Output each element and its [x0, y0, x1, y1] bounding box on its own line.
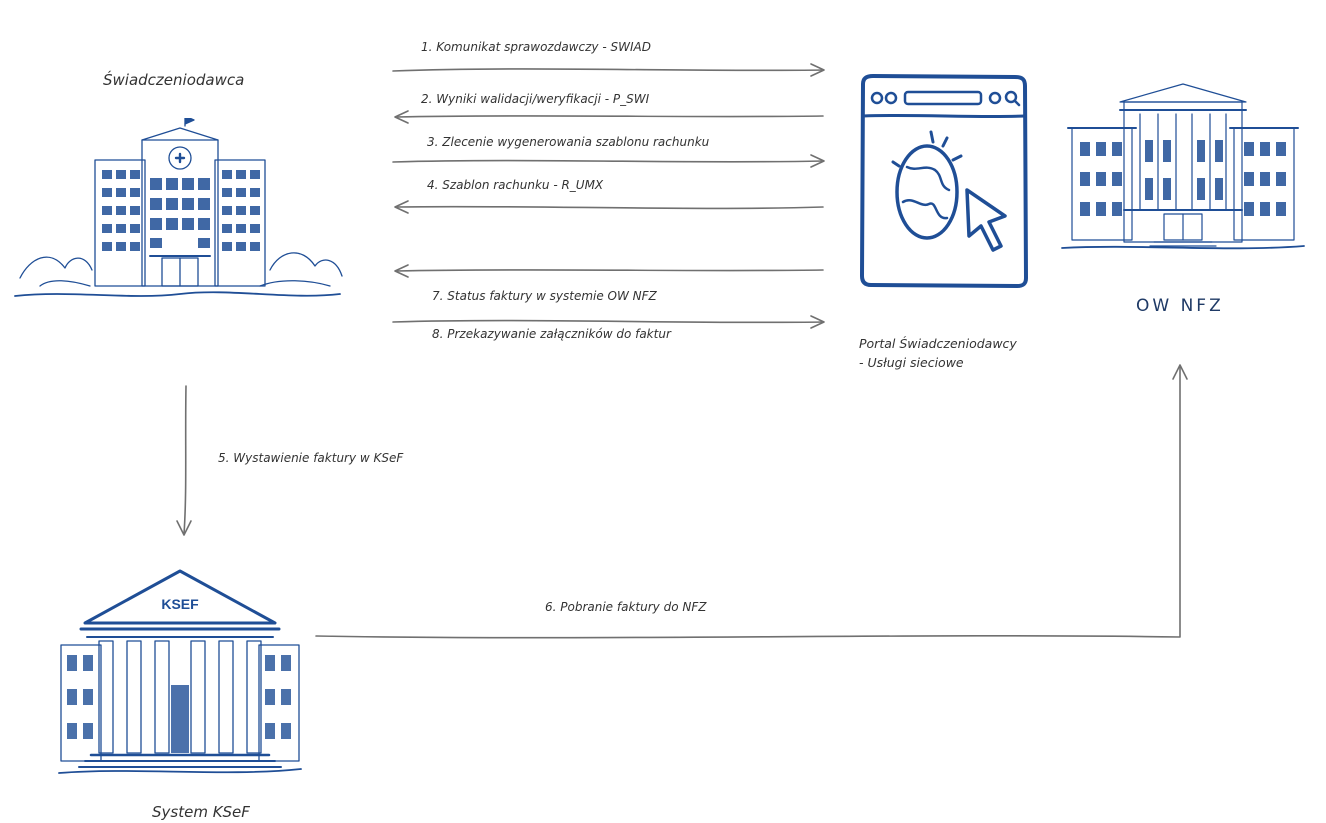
arrow-2	[394, 110, 824, 124]
arrow-7	[394, 264, 824, 278]
message-label-4: 4. Szablon rachunku - R_UMX	[427, 178, 604, 192]
arrow-5	[176, 385, 192, 536]
arrow-1	[392, 63, 825, 77]
arrow-3	[392, 154, 825, 168]
message-label-8: 8. Przekazywanie załączników do faktur	[432, 327, 671, 341]
message-label-2: 2. Wyniki walidacji/weryfikacji - P_SWI	[421, 92, 650, 106]
arrow-8	[392, 315, 825, 329]
portal-caption-line1: Portal Świadczeniodawcy	[859, 336, 1017, 351]
arrow-6	[315, 364, 1188, 639]
message-label-7: 7. Status faktury w systemie OW NFZ	[432, 289, 657, 303]
arrow-4	[394, 200, 824, 214]
ownfz-label: OW NFZ	[1136, 296, 1224, 316]
message-label-6: 6. Pobranie faktury do NFZ	[545, 600, 707, 614]
hospital-building-icon	[14, 118, 343, 297]
government-building-icon	[1061, 83, 1305, 250]
browser-globe-cursor-icon	[860, 74, 1028, 288]
provider-label: Świadczeniodawca	[103, 71, 245, 89]
message-label-3: 3. Zlecenie wygenerowania szablonu rachu…	[427, 135, 710, 149]
portal-caption: Portal Świadczeniodawcy - Usługi sieciow…	[859, 334, 1017, 372]
message-label-1: 1. Komunikat sprawozdawczy - SWIAD	[421, 40, 651, 54]
message-label-5: 5. Wystawienie faktury w KSeF	[218, 451, 404, 465]
ksef-label: System KSeF	[152, 803, 250, 821]
portal-caption-line2: - Usługi sieciowe	[859, 355, 964, 370]
ksef-sign: KSEF	[161, 596, 199, 612]
classical-temple-icon: KSEF	[58, 569, 302, 774]
